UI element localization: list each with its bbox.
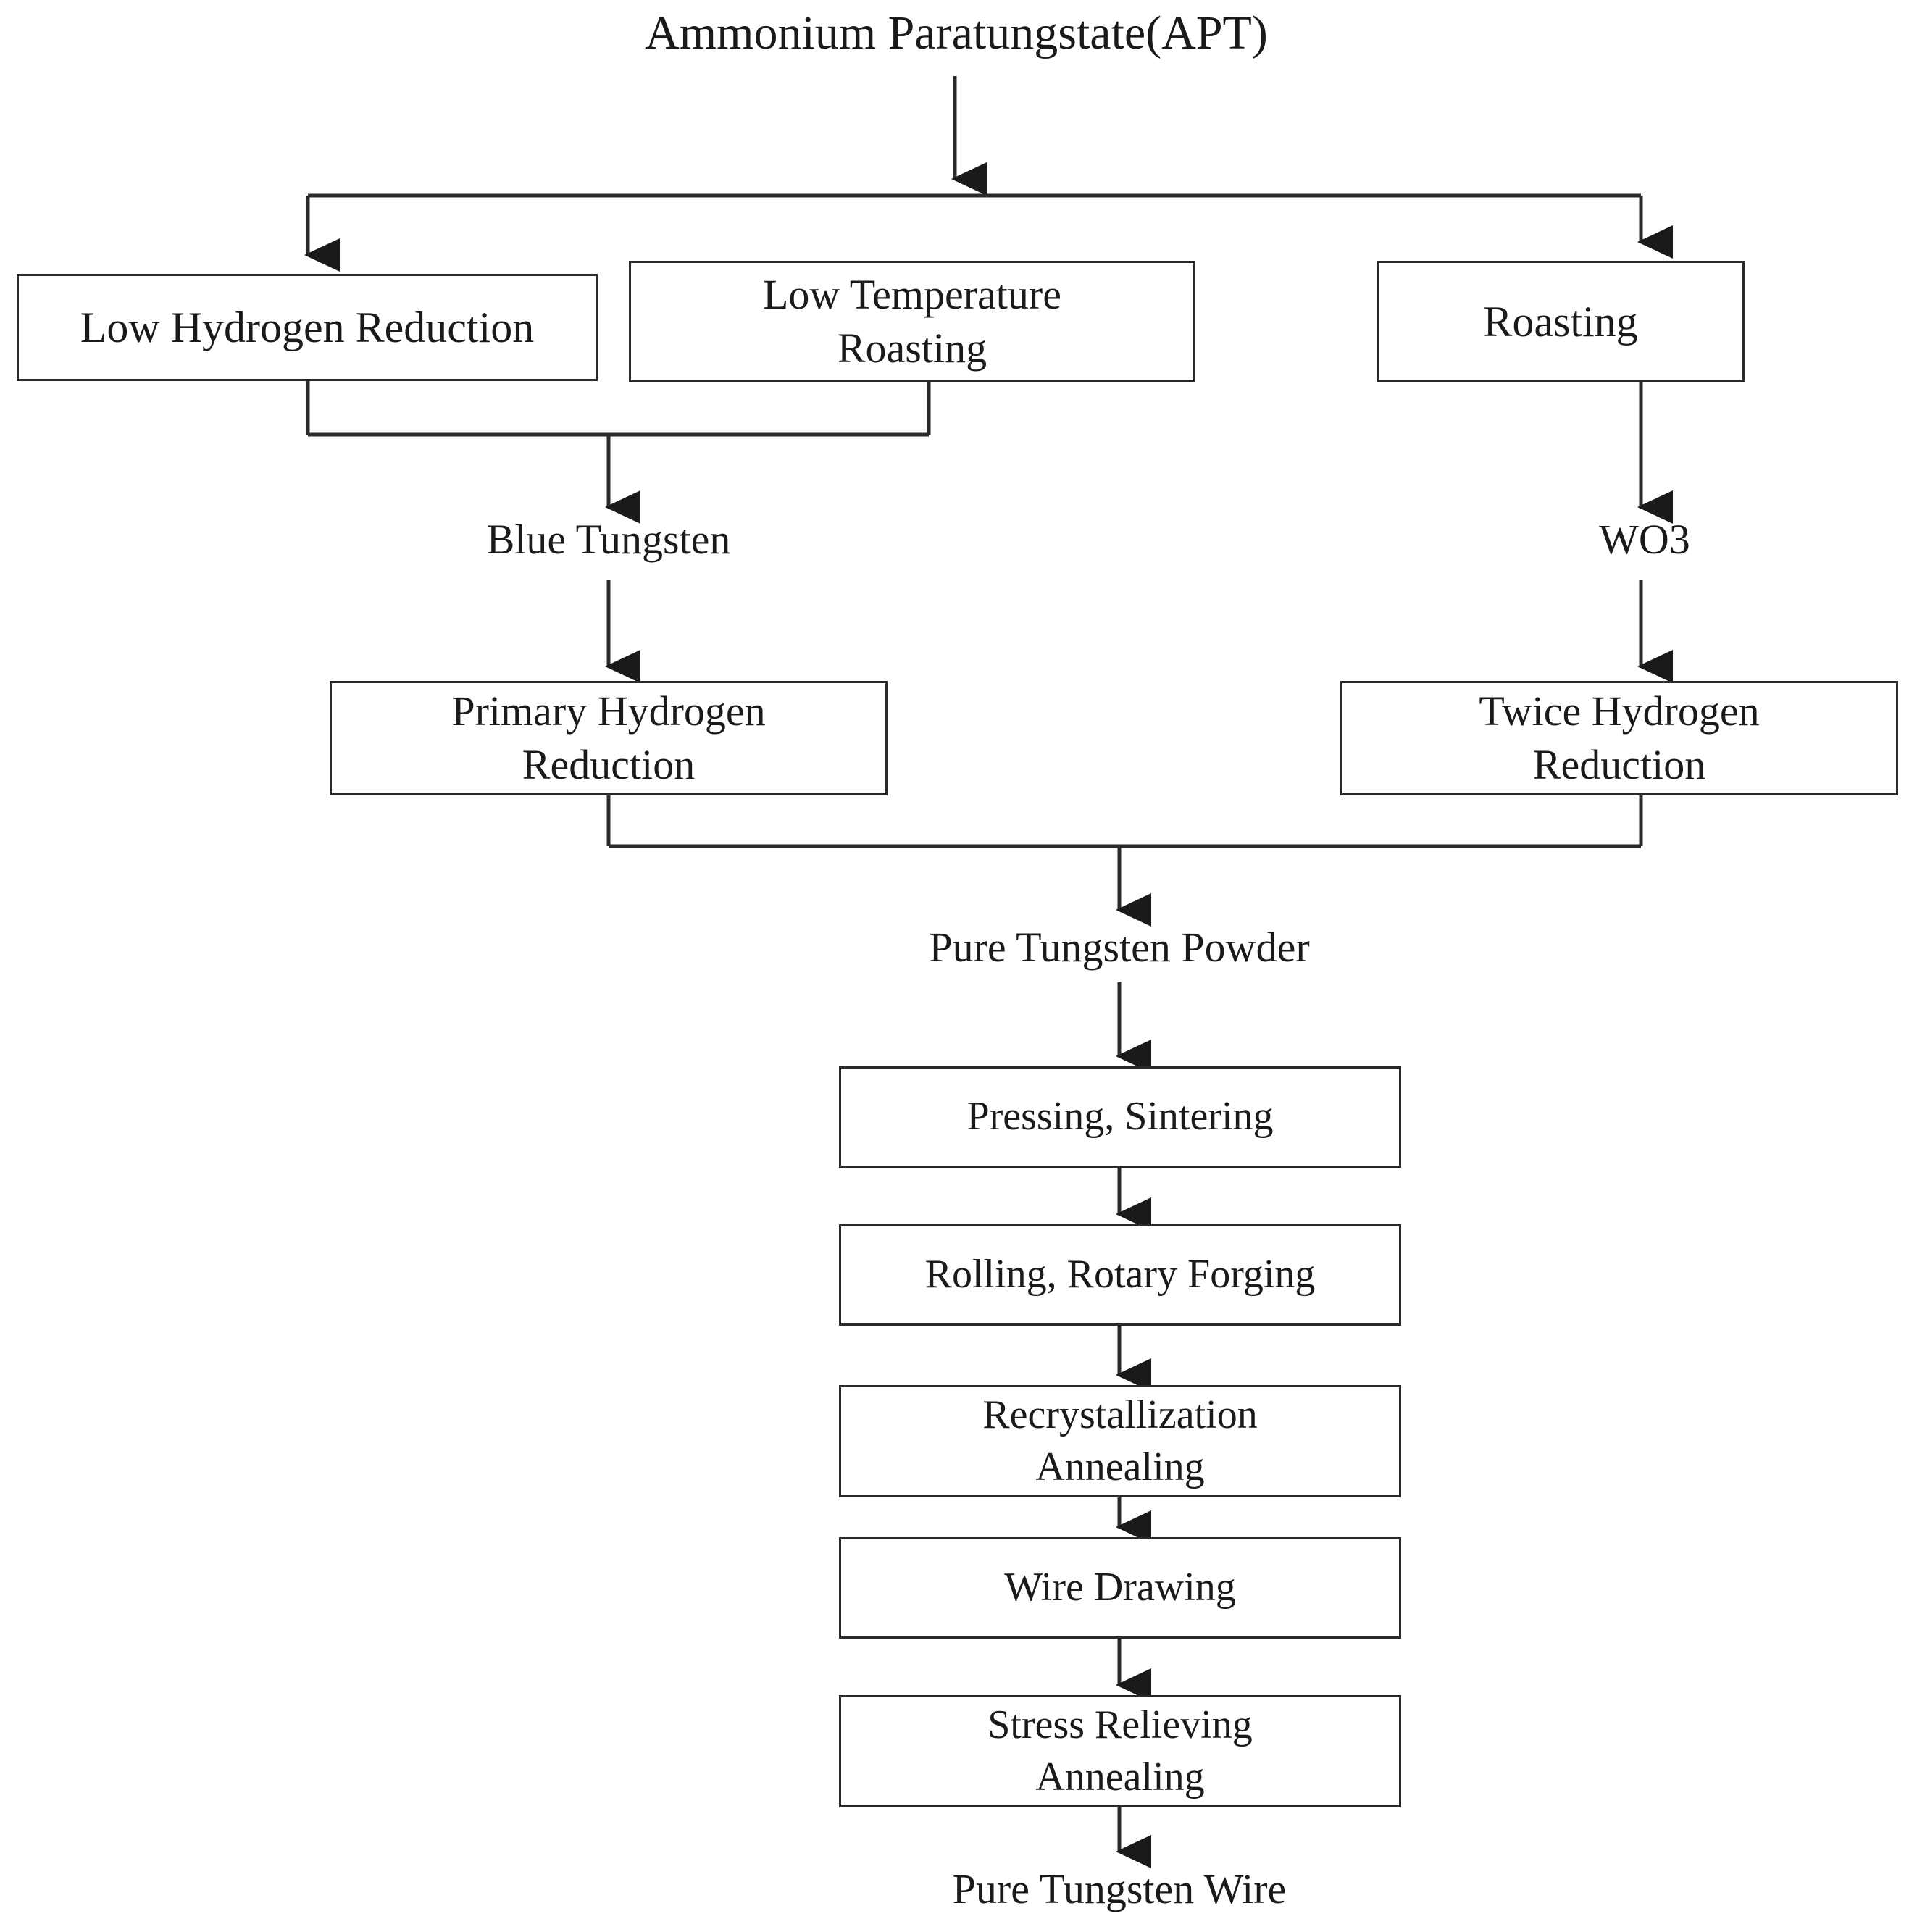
node-ammonium-paratungstate: Ammonium Paratungstate(APT) <box>551 0 1362 67</box>
node-wire-drawing: Wire Drawing <box>839 1537 1401 1639</box>
node-label: Wire Drawing <box>1004 1565 1236 1610</box>
node-label: Rolling, Rotary Forging <box>924 1252 1316 1297</box>
node-pure-tungsten-wire: Pure Tungsten Wire <box>819 1862 1420 1917</box>
node-low-hydrogen-reduction: Low Hydrogen Reduction <box>17 274 598 381</box>
node-label: Pure Tungsten Wire <box>952 1865 1287 1912</box>
node-wo3: WO3 <box>1456 514 1833 565</box>
node-pure-tungsten-powder: Pure Tungsten Powder <box>819 920 1420 975</box>
node-label: Low Hydrogen Reduction <box>80 303 535 351</box>
node-label: Ammonium Paratungstate(APT) <box>645 6 1268 59</box>
node-roasting: Roasting <box>1377 261 1745 382</box>
node-rolling-rotary-forging: Rolling, Rotary Forging <box>839 1224 1401 1326</box>
node-blue-tungsten: Blue Tungsten <box>362 514 855 565</box>
node-label: Blue Tungsten <box>486 515 731 563</box>
node-pressing-sintering: Pressing, Sintering <box>839 1066 1401 1168</box>
node-label: Pure Tungsten Powder <box>929 923 1310 971</box>
node-label: Roasting <box>1483 297 1638 346</box>
node-label: Pressing, Sintering <box>966 1094 1274 1139</box>
node-label: WO3 <box>1599 515 1690 563</box>
